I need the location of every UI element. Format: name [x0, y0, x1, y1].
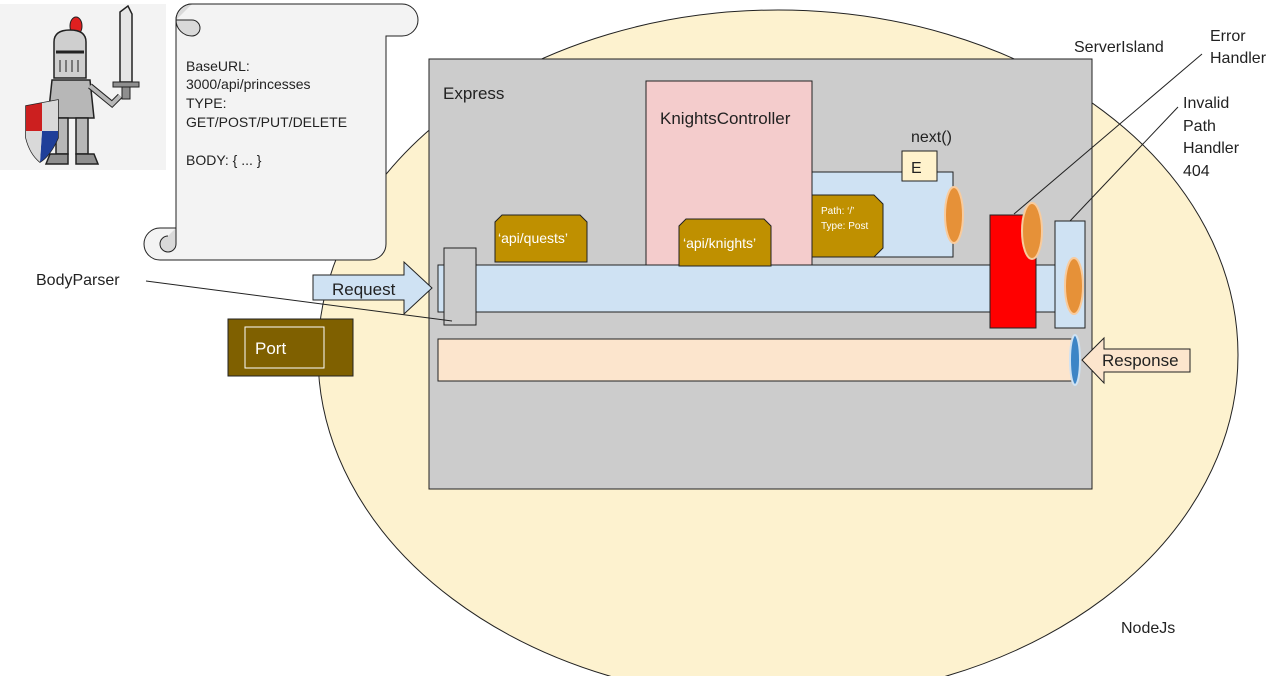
route-tag-knights [678, 218, 772, 267]
scroll-line-1: BaseURL: [186, 58, 250, 74]
request-spec-scroll [143, 3, 419, 261]
response-pipe [437, 338, 1076, 382]
error-handler-pointer [1013, 53, 1203, 215]
nodejs-label: NodeJs [1121, 620, 1175, 637]
invalid-path-label-1: Invalid [1183, 95, 1229, 112]
next-label: next() [911, 129, 952, 146]
request-arrow [312, 260, 433, 316]
response-handle [1069, 334, 1081, 386]
error-handler-label-2: Handler [1210, 50, 1267, 67]
body-parser-block [443, 247, 477, 326]
error-handler-handle [1021, 202, 1043, 260]
invalid-path-label-2: Path [1183, 118, 1216, 135]
port-label: Port [255, 339, 286, 358]
route-tag-post [811, 194, 884, 258]
scroll-line-6: BODY: { ... } [186, 152, 262, 168]
server-island-label: ServerIsland [1074, 39, 1164, 56]
invalid-path-label-3: Handler [1183, 140, 1240, 157]
scroll-line-4: GET/POST/PUT/DELETE [186, 114, 347, 130]
request-label: Request [332, 280, 396, 299]
response-arrow [1081, 336, 1191, 385]
post-route-handle [944, 186, 964, 244]
invalid-path-handler-handle [1064, 257, 1084, 315]
scroll-line-2: 3000/api/princesses [186, 76, 311, 92]
port-block [227, 318, 354, 377]
route-tag-quests-label: ‘api/quests’ [498, 230, 568, 246]
scroll-line-3: TYPE: [186, 95, 226, 111]
express-label: Express [443, 84, 504, 103]
invalid-path-label-4: 404 [1183, 163, 1210, 180]
body-parser-pointer [145, 280, 453, 322]
route-tag-quests [494, 214, 588, 263]
route-tag-knights-label: ‘api/knights’ [683, 235, 756, 251]
response-label: Response [1102, 351, 1179, 370]
body-parser-label: BodyParser [36, 272, 120, 289]
route-tag-post-path: Path: ‘/’ [821, 206, 854, 217]
knights-controller-label: KnightsController [660, 109, 791, 128]
error-object-label: E [911, 160, 922, 177]
route-tag-post-type: Type: Post [821, 221, 868, 232]
knight-icon [0, 4, 166, 170]
request-pipe [437, 264, 1057, 313]
error-object-box [901, 150, 938, 182]
port-inner-frame [244, 326, 325, 369]
error-handler-label-1: Error [1210, 28, 1246, 45]
invalid-path-pointer [1069, 106, 1179, 222]
